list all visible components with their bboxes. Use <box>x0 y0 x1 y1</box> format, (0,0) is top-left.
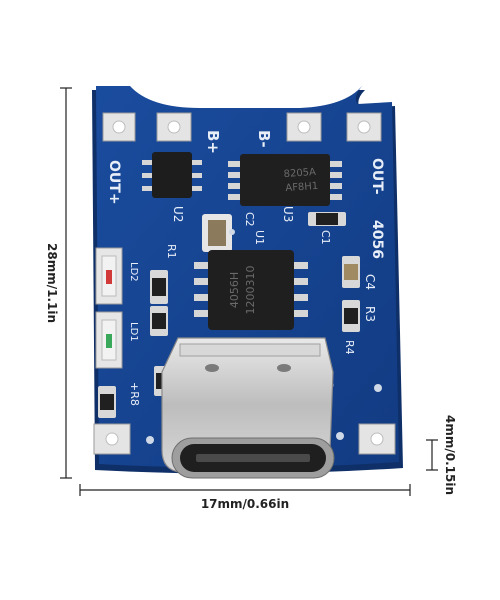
label-c4: C4 <box>363 274 377 290</box>
label-out-plus: OUT+ <box>106 160 122 205</box>
pcb-notch <box>130 86 362 108</box>
thickness-label: 4mm/0.15in <box>443 415 457 495</box>
label-model: 4056 <box>369 220 385 259</box>
pad-hole-top-left <box>112 120 126 134</box>
height-label: 28mm/1.1in <box>45 243 59 323</box>
led-ld2 <box>95 247 123 305</box>
label-out-minus: OUT- <box>369 158 385 195</box>
width-dimension: 17mm/0.66in <box>79 484 411 511</box>
chip-u2 <box>142 152 202 198</box>
height-dimension: 28mm/1.1in <box>45 87 72 479</box>
charger-chip-marking-2: 1200310 <box>244 266 257 315</box>
charger-chip-marking-1: 4056H <box>228 272 241 308</box>
label-r3: R3 <box>363 306 377 322</box>
label-b-plus: B+ <box>204 130 222 154</box>
capacitor-c2 <box>202 214 232 252</box>
led-ld1 <box>95 311 123 369</box>
chip-tp4056-charger: 4056H 1200310 <box>194 250 308 330</box>
pad-hole-top-right <box>357 120 371 134</box>
label-c1: C1 <box>319 230 332 245</box>
usb-c-connector <box>161 337 335 479</box>
label-u1: U1 <box>253 230 266 245</box>
pad-hole-bottom-right <box>370 432 384 446</box>
label-u2: U2 <box>171 206 185 222</box>
pad-hole-b-plus <box>167 120 181 134</box>
pad-hole-bottom-left <box>105 432 119 446</box>
label-c2: C2 <box>243 212 256 227</box>
silkscreen-labels: B+ B- OUT+ OUT- 4056 U2 U3 U1 C2 C1 R1 C… <box>106 130 385 406</box>
label-u3: U3 <box>281 206 295 222</box>
label-r4: R4 <box>343 340 356 355</box>
corner-pads <box>93 112 396 455</box>
label-b-minus: B- <box>255 130 273 148</box>
thickness-dimension: 4mm/0.15in <box>426 415 457 495</box>
chip-u3-protection: 8205A AF8H1 <box>228 154 342 206</box>
protection-chip-marking-2: AF8H1 <box>285 181 319 194</box>
label-r8: +R8 <box>128 382 141 406</box>
resistor-r-right <box>308 212 346 226</box>
protection-chip-marking-1: 8205A <box>283 167 316 180</box>
pad-hole-b-minus <box>297 120 311 134</box>
label-ld1: LD1 <box>128 322 139 342</box>
width-label: 17mm/0.66in <box>201 497 289 511</box>
label-ld2: LD2 <box>128 262 139 282</box>
label-r1: R1 <box>165 244 178 259</box>
